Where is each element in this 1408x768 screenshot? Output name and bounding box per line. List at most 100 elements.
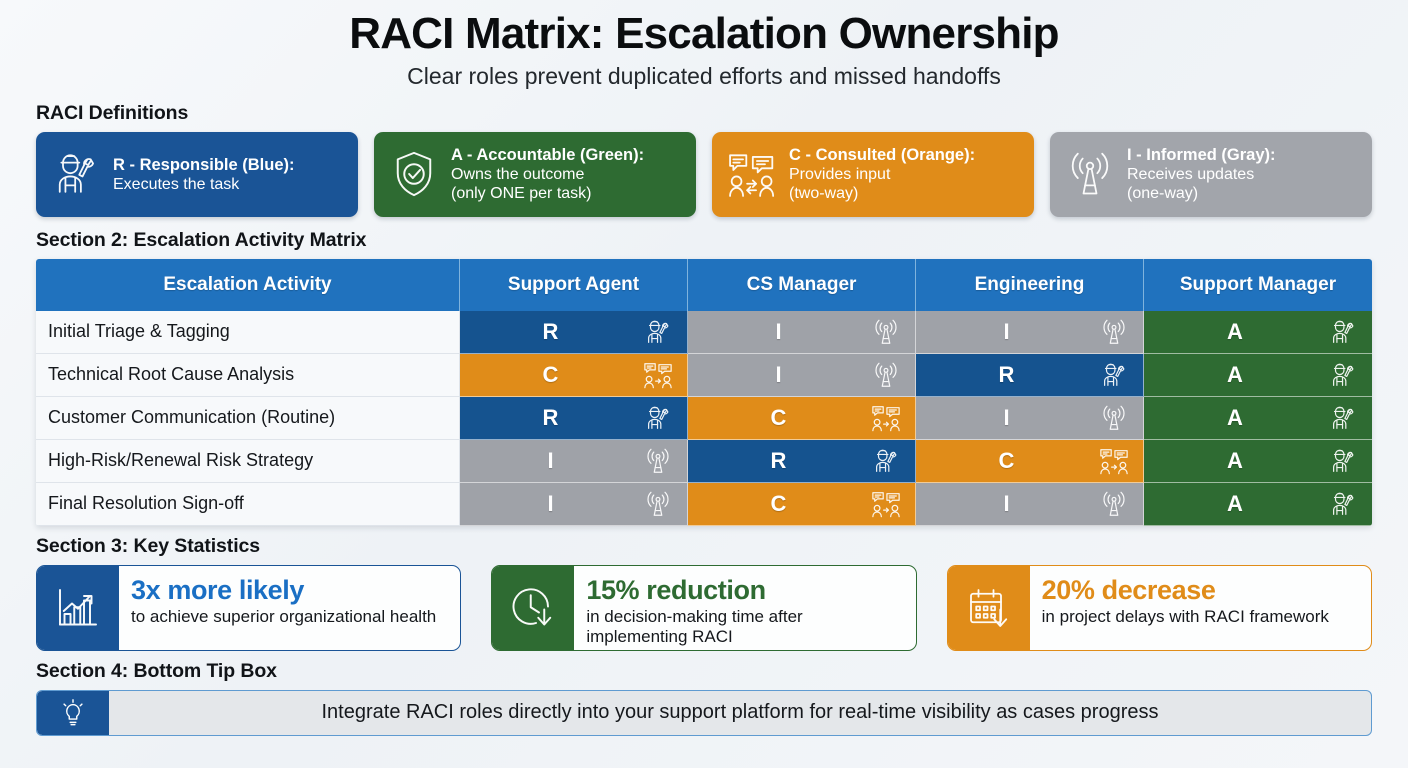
raci-cell-cs-manager: I: [688, 310, 916, 354]
legend-desc-2: (only ONE per task): [451, 185, 592, 203]
activity-name: Customer Communication (Routine): [36, 396, 460, 440]
worker-wrench-icon: [1328, 489, 1358, 519]
activity-name: Final Resolution Sign-off: [36, 482, 460, 526]
chat-people-icon: [1099, 446, 1129, 476]
activity-name: Initial Triage & Tagging: [36, 310, 460, 354]
raci-letter: C: [998, 447, 1015, 473]
raci-letter: A: [1227, 490, 1243, 516]
stat-card-organizational-health: 3x more likely to achieve superior organ…: [36, 564, 462, 651]
raci-cell-support-agent: R: [460, 310, 688, 354]
broadcast-icon: [1099, 317, 1129, 347]
raci-letter: I: [1003, 490, 1010, 516]
raci-cell-support-agent: C: [460, 353, 688, 397]
raci-cell-cs-manager: I: [688, 353, 916, 397]
tip-title: Section 4: Bottom Tip Box: [36, 659, 277, 682]
legend-desc-1: Receives updates: [1127, 165, 1255, 183]
legend-term: A - Accountable (Green):: [451, 145, 645, 164]
table-row: High-Risk/Renewal Risk Strategy I R C A: [36, 439, 1372, 483]
legend-text: R - Responsible (Blue): Executes the tas…: [113, 155, 295, 195]
raci-letter: I: [1003, 318, 1010, 344]
raci-letter: I: [547, 490, 554, 516]
worker-wrench-icon: [1099, 360, 1129, 390]
raci-letter: R: [770, 447, 787, 473]
raci-cell-cs-manager: C: [688, 482, 916, 526]
chat-people-icon: [643, 360, 673, 390]
broadcast-icon: [643, 446, 673, 476]
legend-desc-1: Owns the outcome: [451, 165, 585, 183]
matrix-header-row: Escalation Activity Support Agent CS Man…: [36, 258, 1372, 311]
legend-desc-1: Provides input: [789, 165, 891, 183]
raci-letter: A: [1227, 318, 1243, 344]
raci-letter: I: [1003, 404, 1010, 430]
stat-body: 3x more likely to achieve superior organ…: [119, 566, 446, 650]
raci-letter: C: [542, 361, 559, 387]
raci-letter: I: [775, 361, 782, 387]
worker-wrench-icon: [1328, 317, 1358, 347]
raci-letter: I: [547, 447, 554, 473]
raci-letter: A: [1227, 404, 1243, 430]
raci-cell-cs-manager: C: [688, 396, 916, 440]
raci-cell-engineering: C: [916, 439, 1144, 483]
legend-term: I - Informed (Gray):: [1127, 145, 1276, 164]
raci-letter: A: [1227, 361, 1243, 387]
stat-desc: in project delays with RACI framework: [1041, 607, 1329, 627]
legend-term: R - Responsible (Blue):: [113, 155, 295, 174]
escalation-activity-matrix: Escalation Activity Support Agent CS Man…: [36, 258, 1372, 526]
worker-wrench-icon: [1328, 360, 1358, 390]
broadcast-icon: [871, 360, 901, 390]
broadcast-icon: [1099, 489, 1129, 519]
raci-cell-support-manager: A: [1144, 439, 1372, 483]
raci-cell-support-agent: R: [460, 396, 688, 440]
lightbulb-icon: [37, 690, 109, 735]
stat-card-decision-time: 15% reduction in decision-making time af…: [491, 564, 917, 651]
header: RACI Matrix: Escalation Ownership Clear …: [36, 0, 1372, 90]
legend-card-informed: I - Informed (Gray): Receives updates (o…: [1050, 131, 1372, 217]
clock-down-arrow-icon: [492, 565, 575, 650]
stat-value: 15% reduction: [586, 574, 766, 605]
broadcast-icon: [1064, 148, 1116, 200]
raci-cell-engineering: I: [916, 396, 1144, 440]
legend-card-consulted: C - Consulted (Orange): Provides input (…: [712, 131, 1034, 217]
legend-card-accountable: A - Accountable (Green): Owns the outcom…: [374, 131, 696, 217]
chat-people-icon: [726, 148, 778, 200]
col-header-support-manager: Support Manager: [1144, 258, 1372, 311]
worker-wrench-icon: [871, 446, 901, 476]
chat-people-icon: [871, 489, 901, 519]
bar-chart-up-icon: [37, 565, 119, 650]
raci-legend: R - Responsible (Blue): Executes the tas…: [36, 131, 1372, 217]
legend-title: RACI Definitions: [36, 101, 189, 124]
tip-text: Integrate RACI roles directly into your …: [321, 701, 1159, 724]
worker-wrench-icon: [50, 148, 102, 200]
raci-cell-cs-manager: R: [688, 439, 916, 483]
activity-name: Technical Root Cause Analysis: [36, 353, 460, 397]
page-title: RACI Matrix: Escalation Ownership: [349, 9, 1059, 58]
stats-title: Section 3: Key Statistics: [36, 534, 260, 557]
stat-body: 15% reduction in decision-making time af…: [574, 566, 915, 650]
stat-body: 20% decrease in project delays with RACI…: [1030, 566, 1339, 650]
raci-letter: C: [770, 404, 787, 430]
worker-wrench-icon: [643, 403, 673, 433]
col-header-activity: Escalation Activity: [36, 258, 460, 311]
raci-letter: C: [770, 490, 787, 516]
raci-cell-engineering: R: [916, 353, 1144, 397]
legend-card-responsible: R - Responsible (Blue): Executes the tas…: [36, 131, 358, 217]
raci-letter: R: [998, 361, 1015, 387]
stat-value: 20% decrease: [1041, 574, 1216, 605]
activity-name: High-Risk/Renewal Risk Strategy: [36, 439, 460, 483]
worker-wrench-icon: [643, 317, 673, 347]
legend-term: C - Consulted (Orange):: [789, 145, 976, 164]
stat-card-project-delays: 20% decrease in project delays with RACI…: [946, 564, 1372, 651]
raci-letter: R: [542, 318, 559, 344]
raci-letter: A: [1227, 447, 1243, 473]
raci-cell-support-manager: A: [1144, 353, 1372, 397]
raci-letter: I: [775, 318, 782, 344]
raci-cell-support-manager: A: [1144, 310, 1372, 354]
legend-desc-2: (two-way): [789, 185, 859, 203]
table-row: Customer Communication (Routine)R C I A: [36, 396, 1372, 440]
raci-cell-engineering: I: [916, 310, 1144, 354]
raci-cell-support-manager: A: [1144, 396, 1372, 440]
stat-desc: to achieve superior organizational healt…: [131, 607, 437, 627]
matrix-title: Section 2: Escalation Activity Matrix: [36, 228, 367, 251]
raci-cell-support-agent: I: [460, 482, 688, 526]
